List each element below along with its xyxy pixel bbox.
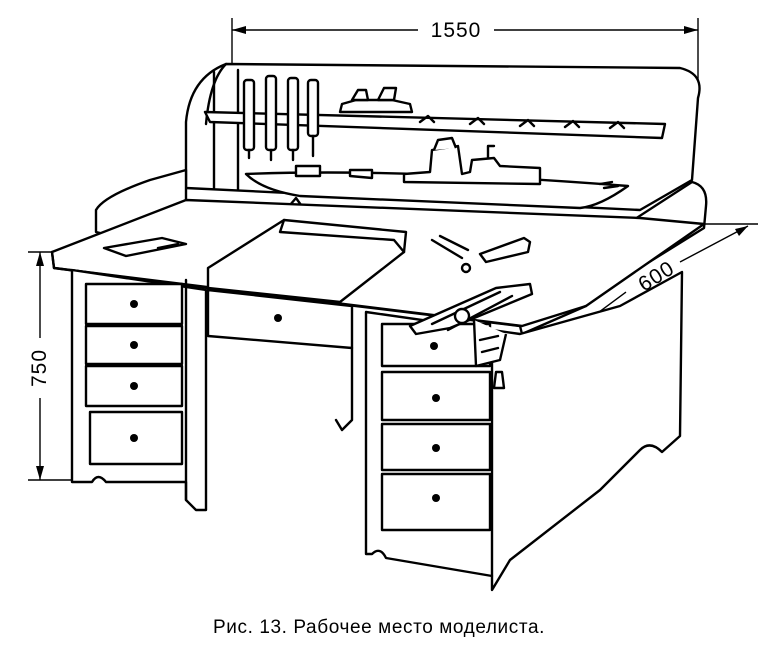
- bench-vise: [408, 282, 534, 390]
- height-dimension: 750: [28, 251, 80, 481]
- left-side-panel: [94, 168, 188, 240]
- hand-plane: [338, 86, 414, 114]
- hanging-tools: [242, 74, 320, 162]
- pliers: [430, 234, 470, 260]
- height-dimension-label: 750: [28, 349, 51, 387]
- width-dimension-label: 1550: [431, 19, 482, 42]
- workbench-drawing: 1550 750 600: [28, 18, 758, 592]
- left-pedestal: [70, 268, 208, 512]
- right-pedestal: [364, 270, 684, 592]
- width-dimension: 1550: [231, 18, 699, 92]
- center-drawer: [206, 288, 354, 432]
- clamp-tool: [478, 236, 532, 264]
- workbench-top: [50, 198, 706, 336]
- figure-caption: Рис. 13. Рабочее место моделиста.: [212, 617, 546, 638]
